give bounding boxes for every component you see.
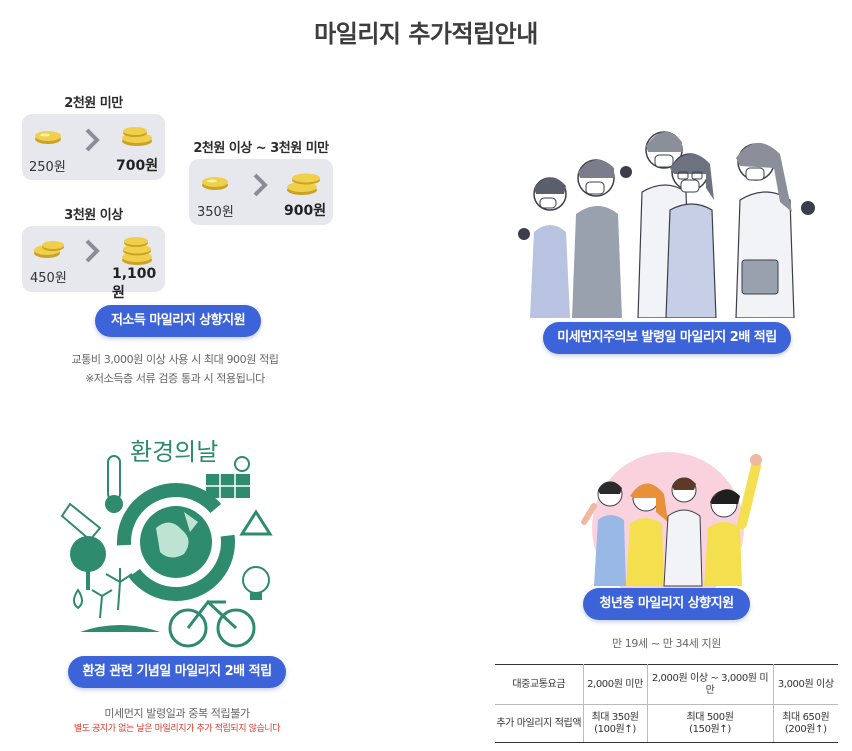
table-cell-line: 최대 500원 xyxy=(686,711,734,723)
tier-from-value: 250원 xyxy=(29,160,66,175)
table-cell-line: (150원↑) xyxy=(689,723,731,735)
table-cell: 최대 350원(100원↑) xyxy=(583,704,648,743)
tier-box-under-2000: 250원 700원 xyxy=(22,114,165,180)
coin-icon xyxy=(34,241,64,258)
table-cell-line: (100원↑) xyxy=(594,723,636,735)
youth-people-illustration xyxy=(581,452,762,596)
table-header-cell: 3,000원 이상 xyxy=(773,664,838,705)
low-income-mileage-button[interactable]: 저소득 마일리지 상향지원 xyxy=(95,305,261,337)
table-row-label: 추가 마일리지 적립액 xyxy=(495,704,584,743)
page-title: 마일리지 추가적립안내 xyxy=(314,20,538,48)
tier-label-over-3000: 3천원 이상 xyxy=(64,208,123,223)
tier-label-2000-3000: 2천원 이상 ~ 3천원 미만 xyxy=(193,141,329,156)
chevron-right-icon xyxy=(85,239,100,263)
tier-box-2000-3000: 350원 900원 xyxy=(189,159,333,225)
table-cell-line: (200원↑) xyxy=(784,723,827,735)
tier-from-value: 450원 xyxy=(30,271,67,286)
coin-icon xyxy=(35,131,61,144)
fine-dust-mileage-button[interactable]: 미세먼지주의보 발령일 마일리지 2배 적립 xyxy=(543,322,791,354)
environment-overlap-note: 미세먼지 발령일과 중복 적립불가 xyxy=(104,707,250,720)
environment-mileage-button[interactable]: 환경 관련 기념일 마일리지 2배 적립 xyxy=(68,656,286,688)
table-row: 대중교통요금 2,000원 미만 2,000원 이상 ~ 3,000원 미만 3… xyxy=(495,664,838,705)
tier-box-over-3000: 450원 1,100원 xyxy=(22,226,165,301)
table-header-cell: 2,000원 미만 xyxy=(583,664,648,705)
coin-icon xyxy=(122,127,152,146)
youth-fare-table: 대중교통요금 2,000원 미만 2,000원 이상 ~ 3,000원 미만 3… xyxy=(495,664,838,743)
youth-age-note: 만 19세 ~ 만 34세 지원 xyxy=(611,637,721,650)
table-cell-line: 최대 350원 xyxy=(591,711,639,723)
tier-to-value: 1,100원 xyxy=(112,266,157,301)
table-row: 추가 마일리지 적립액 최대 350원(100원↑) 최대 500원(150원↑… xyxy=(495,704,838,743)
table-header-cell: 대중교통요금 xyxy=(495,664,584,705)
chevron-right-icon xyxy=(85,128,100,152)
environment-day-illustration: 환경의날 xyxy=(60,438,273,648)
low-income-note: 교통비 3,000원 이상 사용 시 최대 900원 적립 xyxy=(71,353,279,366)
table-cell: 최대 650원(200원↑) xyxy=(773,704,838,743)
table-header-cell: 2,000원 이상 ~ 3,000원 미만 xyxy=(647,664,774,705)
low-income-condition-note: ※저소득층 서류 검증 통과 시 적용됩니다 xyxy=(85,372,265,385)
tier-label-under-2000: 2천원 미만 xyxy=(64,96,123,111)
environment-warning-note: 별도 공지가 없는 날은 마일리지가 추가 적립되지 않습니다 xyxy=(73,724,281,734)
coin-icon xyxy=(287,173,320,195)
environment-day-text: 환경의날 xyxy=(130,438,218,466)
table-cell-line: 최대 650원 xyxy=(782,711,830,723)
table-cell: 최대 500원(150원↑) xyxy=(647,704,774,743)
coin-icon xyxy=(202,177,228,190)
tier-to-value: 700원 xyxy=(116,158,159,174)
tier-to-value: 900원 xyxy=(284,203,327,219)
tier-from-value: 350원 xyxy=(197,205,234,220)
people-masks-illustration xyxy=(518,131,815,318)
coin-icon xyxy=(122,237,152,265)
chevron-right-icon xyxy=(253,173,268,197)
youth-mileage-button[interactable]: 청년층 마일리지 상향지원 xyxy=(583,588,750,620)
